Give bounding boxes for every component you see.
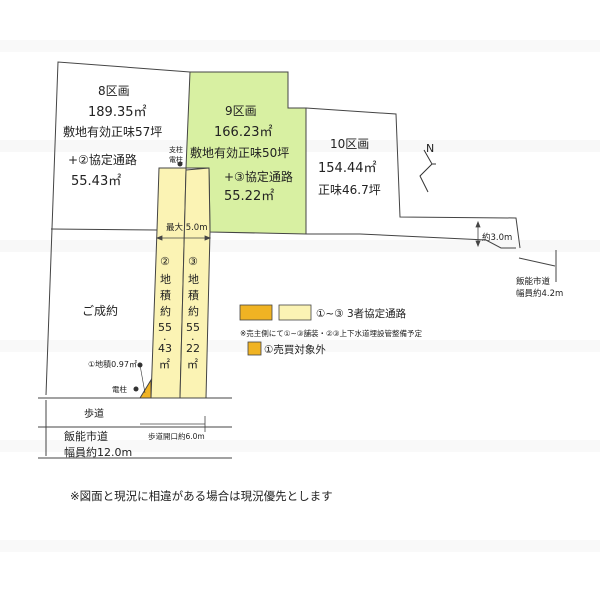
pole-bottom-label: 電柱 [112, 384, 127, 394]
path-2-char: 55 [158, 321, 172, 334]
street-lines [38, 250, 557, 459]
pole-support-label: 支柱 [169, 145, 183, 154]
path-3-area [179, 167, 211, 399]
lot-9-net: 敷地有効正味50坪 [190, 145, 289, 160]
path-2-char: 約 [160, 304, 171, 318]
road-side-label: 飯能市道 [516, 276, 551, 287]
road-side-width-label: 幅員約4.2m [516, 288, 563, 299]
path-3-char: 55 [186, 321, 200, 334]
sidewalk-opening-label: 歩道開口約6.0m [148, 431, 205, 441]
pole-electric-label: 電柱 [169, 155, 183, 164]
dimension-marks [140, 220, 481, 432]
sold-label: ご成約 [82, 303, 118, 318]
lot-9-road-area: 55.22㎡ [224, 189, 274, 204]
path-2-label: ② 地 積 約 55 . 43 ㎡ [158, 255, 172, 371]
legend-swatch-excluded [239, 304, 273, 321]
path-2-char: 地 [160, 273, 171, 286]
watermark-pattern [0, 40, 600, 552]
lot-10-name: 10区画 [330, 137, 369, 151]
path-1-area-label: ①地積0.97㎡ [88, 359, 137, 369]
legend-notice: ※売主側にて①~③舗装・②③上下水道埋設管整備予定 [240, 328, 422, 338]
north-label: N [426, 142, 434, 155]
lot-9-name: 9区画 [225, 104, 257, 118]
legend-swatch-excluded-small [247, 341, 262, 356]
path-3-char: 地 [188, 273, 199, 286]
leader-line [139, 364, 146, 394]
lot-8-net: 敷地有効正味57坪 [63, 124, 162, 139]
lot-8-name: 8区画 [98, 84, 130, 98]
path-3-char: ③ [188, 255, 198, 268]
lot-8-area: 189.35㎡ [88, 105, 147, 120]
path-3-char: . [191, 330, 195, 343]
road-main-label: 飯能市道 [64, 429, 108, 443]
lot-10-net: 正味46.7坪 [318, 183, 381, 197]
path-2-char: ㎡ [159, 358, 170, 371]
legend-swatch-agreement [278, 304, 312, 321]
lot-9-area: 166.23㎡ [214, 125, 273, 140]
legend-agreement-label: ①~③ 3者協定通路 [316, 307, 407, 320]
utility-pole-icon [177, 161, 183, 167]
utility-pole-icon [133, 386, 139, 392]
path-3-char: 22 [186, 342, 200, 355]
sidewalk-label: 歩道 [84, 407, 104, 420]
lot-10-area: 154.44㎡ [318, 161, 377, 176]
road-main-width-label: 幅員約12.0m [64, 445, 132, 459]
path-2-char: ② [160, 255, 170, 268]
lot-8-road-area: 55.43㎡ [71, 174, 121, 189]
north-arrow-icon [419, 149, 436, 193]
path-1-area [139, 378, 152, 399]
lot-8-road: +②協定通路 [68, 152, 137, 167]
lot-9-road: +③協定通路 [224, 169, 293, 184]
path-3-char: 積 [188, 288, 199, 302]
path-2-char: 43 [158, 342, 172, 355]
footnote: ※図面と現況に相違がある場合は現況優先とします [70, 489, 333, 503]
lot-boundaries [45, 61, 521, 396]
max-width-label: 最大 5.0m [166, 222, 208, 233]
path-3-label: ③ 地 積 約 55 . 22 ㎡ [186, 255, 200, 371]
path-3-char: 約 [188, 304, 199, 318]
path-2-char: . [163, 330, 167, 343]
side-gap-label: 約3.0m [482, 232, 512, 243]
legend-excluded-label: ①売買対象外 [264, 343, 326, 356]
path-3-char: ㎡ [187, 358, 198, 371]
path-2-char: 積 [160, 288, 171, 302]
